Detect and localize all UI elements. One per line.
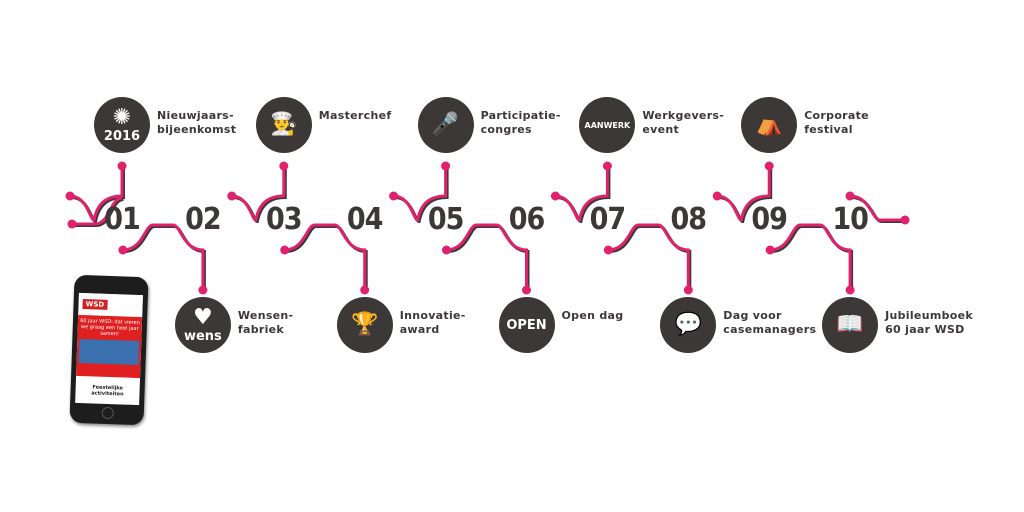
heart-icon: ♥wens — [174, 297, 231, 353]
phone-screen: WSD 60 jaar WSD: dat vieren we graag een… — [75, 292, 143, 406]
step-number: 03 — [266, 202, 303, 237]
connector-line — [769, 223, 852, 290]
connector-dot — [442, 245, 451, 255]
connector-dot — [900, 215, 910, 225]
step-number: 08 — [670, 202, 708, 237]
phone-mockup: WSD 60 jaar WSD: dat vieren we graag een… — [69, 274, 149, 426]
chef-icon: 👨‍🍳 — [255, 97, 312, 153]
phone-headline: 60 jaar WSD: dat vieren we graag een hee… — [80, 317, 140, 338]
step-label: Dag voor casemanagers — [723, 309, 817, 336]
podium-icon: 🎤 — [417, 97, 474, 153]
connector-dot — [845, 191, 855, 201]
step-label: Open dag — [561, 309, 624, 322]
step-number: 01 — [104, 202, 141, 237]
connector-line — [716, 166, 771, 222]
step-number: 04 — [346, 202, 384, 237]
step-label: Wensen- fabriek — [237, 309, 294, 336]
connector-line — [555, 166, 609, 222]
open-sign-icon: OPEN — [498, 297, 555, 353]
connector-dot — [360, 285, 370, 295]
connector-dot — [683, 285, 693, 295]
connector-line — [231, 166, 286, 222]
connector-dot — [67, 219, 77, 229]
step-number: 06 — [508, 202, 546, 237]
connector-dot — [845, 285, 855, 295]
icon-text: OPEN — [506, 317, 547, 333]
wsd-logo: WSD — [82, 299, 108, 310]
connector-dot — [765, 245, 775, 255]
step-number: 02 — [185, 202, 222, 237]
home-button — [101, 406, 115, 420]
icon-text: 2016 — [103, 128, 141, 144]
connector-dot — [712, 191, 722, 201]
connector-line — [69, 166, 124, 222]
connector-dot — [389, 191, 399, 201]
step-label: Corporate festival — [804, 109, 869, 136]
connector-dot — [279, 161, 289, 171]
connector-dot — [602, 161, 612, 171]
connector-dot — [603, 245, 613, 255]
step-number: 05 — [427, 202, 465, 237]
step-number: 07 — [589, 202, 627, 237]
phone-footer-text: Feestelijke activiteiten — [91, 384, 124, 398]
connector-dot — [522, 285, 531, 295]
step-label: Jubileumboek 60 jaar WSD — [885, 309, 973, 336]
connector-dot — [65, 191, 75, 201]
aanwerk-logo-icon: AANWERK — [579, 97, 636, 153]
icon-text: wens — [183, 328, 222, 344]
book-icon: 📖 — [822, 297, 879, 353]
step-number: 09 — [751, 202, 788, 237]
connector-line — [72, 196, 123, 226]
icon-text: AANWERK — [584, 120, 631, 130]
connector-dot — [550, 191, 560, 201]
step-number: 10 — [832, 202, 869, 237]
connector-line — [849, 194, 905, 222]
connector-dot — [227, 191, 237, 201]
step-label: Masterchef — [318, 109, 392, 122]
connector-dot — [117, 161, 127, 171]
phone-photo — [78, 338, 140, 366]
step-label: Nieuwjaars- bijeenkomst — [157, 109, 237, 136]
trophy-icon: 🏆 — [336, 297, 393, 353]
connector-shadow — [73, 198, 124, 227]
step-label: Werkgevers- event — [642, 109, 725, 136]
connector-line — [608, 223, 690, 290]
connector-line — [284, 223, 367, 290]
connector-dot — [764, 161, 774, 171]
tent-icon: ⛺ — [741, 97, 798, 153]
fireworks-icon: ✺2016 — [94, 97, 150, 153]
connector-line — [446, 223, 528, 290]
connector-dot — [198, 285, 208, 295]
connector-line — [393, 166, 448, 222]
step-label: Innovatie- award — [399, 309, 466, 336]
connector-line — [122, 223, 205, 290]
connector-dot — [441, 161, 451, 171]
connector-dot — [118, 245, 128, 255]
connector-dot — [280, 245, 290, 255]
people-chat-icon: 💬 — [660, 297, 717, 353]
step-label: Participatie- congres — [480, 109, 561, 136]
